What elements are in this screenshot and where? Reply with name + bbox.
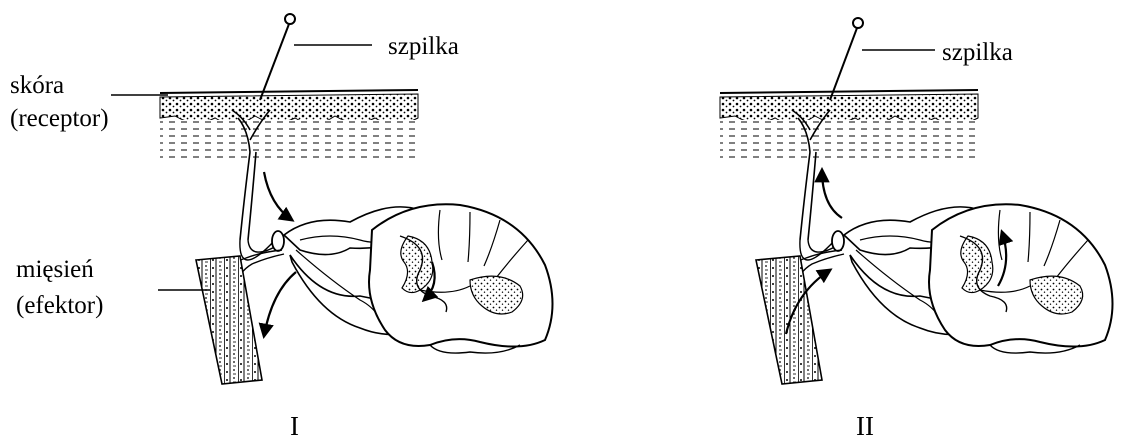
- sensory-nerve: [240, 152, 256, 240]
- skin-label-line1: skóra: [10, 70, 64, 102]
- arrow-up-to-skin: [822, 170, 842, 218]
- skin-receptor-illustration-2: [720, 90, 978, 158]
- skin-label-line2: (receptor): [10, 103, 109, 135]
- muscle-label-line1: mięsień: [16, 254, 94, 286]
- spinal-cord-cross-section-2: [929, 204, 1113, 353]
- skin-receptor-illustration: [160, 90, 418, 158]
- arrow-to-muscle: [264, 272, 296, 336]
- panel-1-label: I: [290, 410, 299, 442]
- panel-2-label: II: [856, 410, 874, 442]
- muscle-effector-illustration: [196, 256, 262, 384]
- pin-label-2: szpilka: [942, 37, 1013, 69]
- muscle-label-line2: (efektor): [16, 290, 103, 322]
- arrow-down-sensory: [264, 172, 292, 220]
- muscle-illustration-2: [756, 256, 822, 384]
- pin-label-1: szpilka: [388, 31, 459, 63]
- pin-illustration-2: [830, 18, 935, 100]
- spinal-cord-cross-section: [369, 204, 553, 353]
- pin-illustration: [260, 14, 372, 100]
- panel-1-illustration: [111, 14, 553, 384]
- panel-2-illustration: [720, 18, 1113, 384]
